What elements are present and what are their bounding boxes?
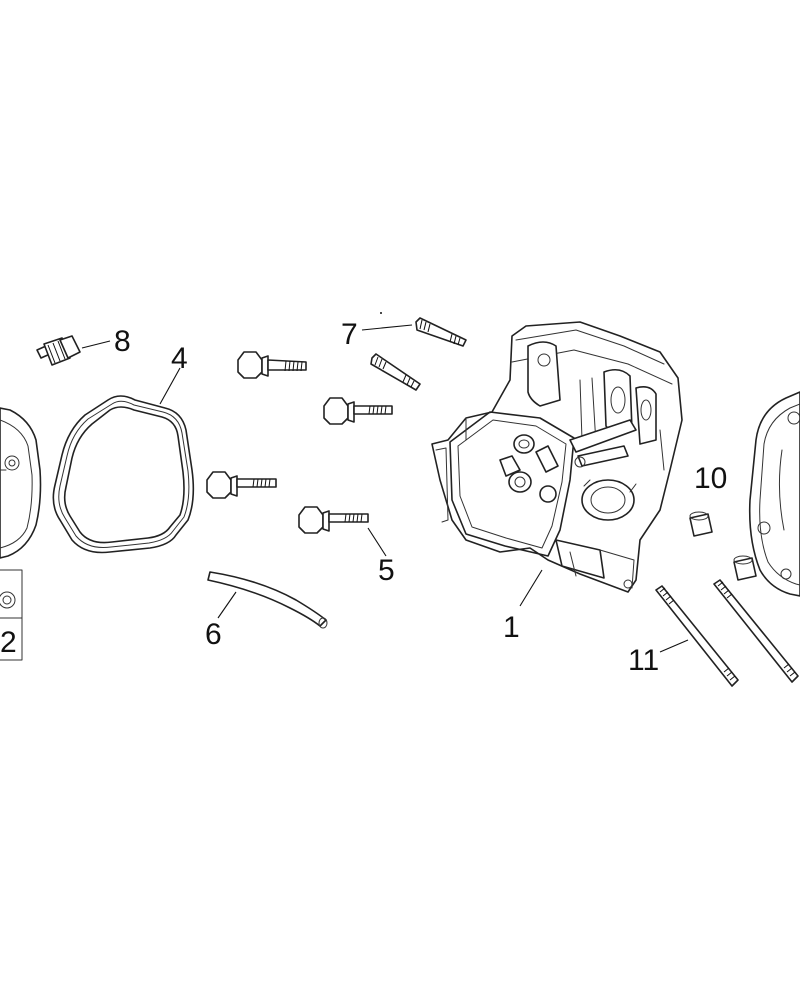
head-stud-right: [713, 579, 799, 683]
washer-inset: [0, 569, 23, 661]
leader-4: [159, 367, 181, 405]
leader-6: [217, 591, 237, 619]
flange-bolt-middle: [323, 397, 393, 425]
flange-bolt-lower-left: [206, 471, 277, 499]
leader-7: [361, 324, 413, 331]
callout-5: 5: [378, 554, 395, 587]
dowel-pin-upper: [689, 511, 713, 537]
callout-8: 8: [114, 325, 131, 358]
head-gasket: [748, 391, 800, 597]
callout-6: 6: [205, 618, 222, 651]
breather-hose: [207, 571, 328, 629]
head-stud-left: [655, 585, 739, 687]
leader-1: [519, 569, 543, 607]
callout-11: 11: [628, 644, 659, 677]
leader-7-dot: [380, 312, 382, 314]
leader-8: [81, 340, 111, 349]
leader-11: [659, 639, 689, 653]
callout-10: 10: [694, 462, 727, 495]
valve-cover: [0, 407, 42, 559]
flange-bolt-lower: [298, 506, 369, 534]
leader-5: [367, 527, 387, 557]
cylinder-head: [431, 321, 683, 593]
callout-2: 2: [0, 626, 17, 659]
callout-1: 1: [503, 611, 520, 644]
stud-upper: [415, 317, 467, 347]
callout-4: 4: [171, 342, 188, 375]
dowel-pin-lower: [733, 555, 757, 581]
breather-fitting: [36, 335, 81, 366]
flange-bolt-upper: [237, 351, 307, 379]
callout-7: 7: [341, 318, 358, 351]
stud-lower: [370, 353, 421, 391]
cover-gasket: [52, 395, 195, 554]
